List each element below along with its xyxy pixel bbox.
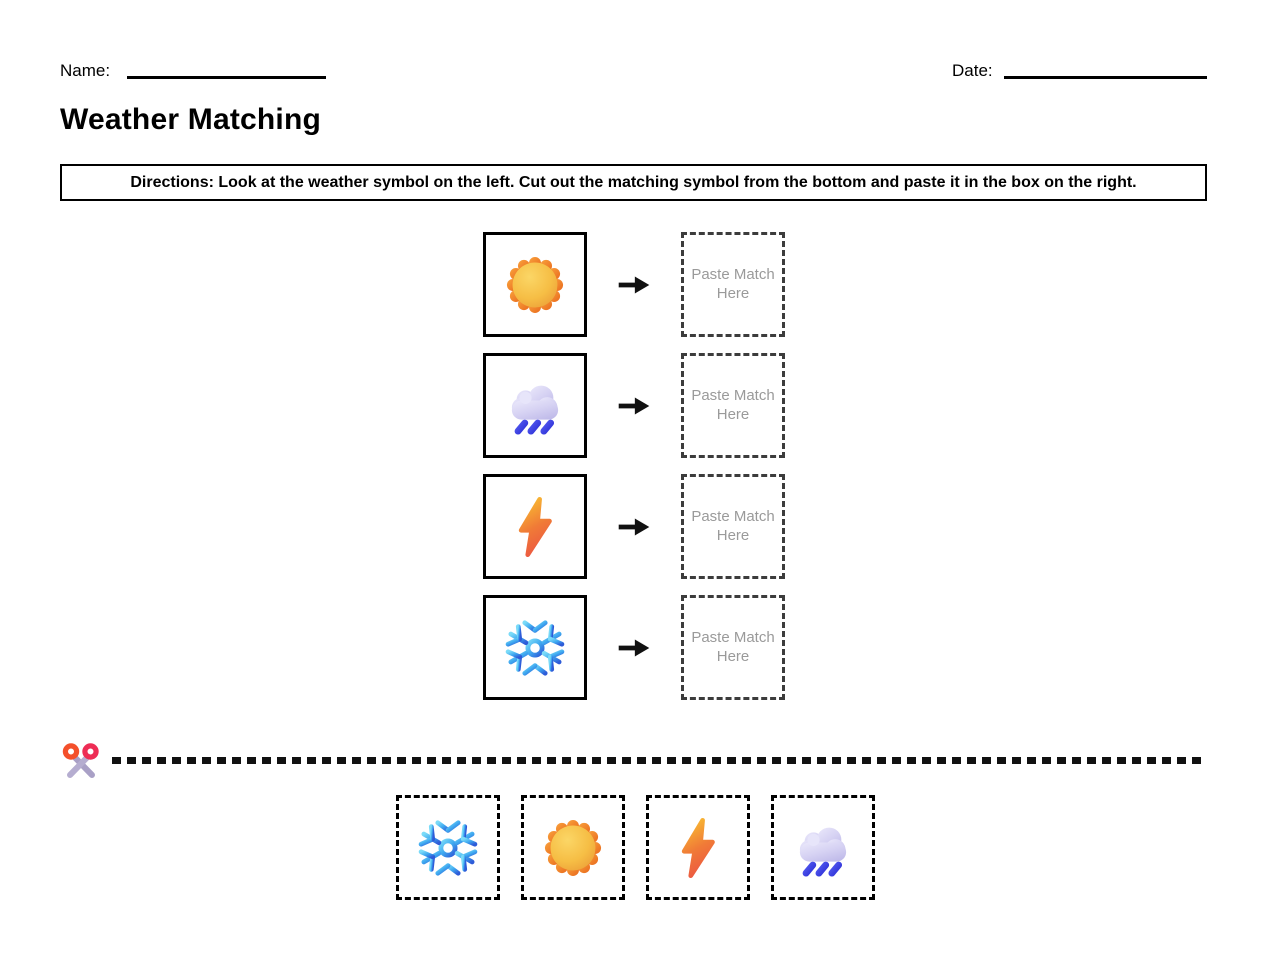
paste-box: Paste Match Here <box>681 595 785 700</box>
cut-piece-box <box>646 795 750 900</box>
paste-box: Paste Match Here <box>681 353 785 458</box>
match-row: Paste Match Here <box>0 353 1267 458</box>
name-blank-line <box>127 76 326 79</box>
cut-piece-box <box>396 795 500 900</box>
arrow-icon <box>616 273 652 297</box>
date-blank-line <box>1004 76 1207 79</box>
symbol-box <box>483 353 587 458</box>
arrow-icon <box>616 515 652 539</box>
arrow-icon <box>616 394 652 418</box>
arrow-icon <box>616 636 652 660</box>
paste-box: Paste Match Here <box>681 474 785 579</box>
paste-box: Paste Match Here <box>681 232 785 337</box>
symbol-box <box>483 474 587 579</box>
symbol-box <box>483 232 587 337</box>
date-label: Date: <box>952 61 993 80</box>
paste-box-label: Paste Match Here <box>691 628 775 665</box>
paste-box-label: Paste Match Here <box>691 265 775 302</box>
scissors-icon <box>61 743 101 783</box>
match-row: Paste Match Here <box>0 595 1267 700</box>
sun-icon <box>502 252 568 318</box>
cut-dashed-line <box>112 757 1207 764</box>
lightning-icon <box>502 494 568 560</box>
sun-icon <box>540 815 606 881</box>
match-row: Paste Match Here <box>0 474 1267 579</box>
cut-piece-box <box>771 795 875 900</box>
match-row: Paste Match Here <box>0 232 1267 337</box>
cut-piece-box <box>521 795 625 900</box>
name-label: Name: <box>60 61 111 80</box>
paste-box-label: Paste Match Here <box>691 507 775 544</box>
page-title: Weather Matching <box>60 103 322 136</box>
directions-box: Directions: Look at the weather symbol o… <box>60 164 1207 201</box>
snowflake-icon <box>414 814 482 882</box>
directions-text: Directions: Look at the weather symbol o… <box>130 173 1137 191</box>
snowflake-icon <box>501 614 569 682</box>
lightning-icon <box>665 815 731 881</box>
symbol-box <box>483 595 587 700</box>
paste-box-label: Paste Match Here <box>691 386 775 423</box>
rain-cloud-icon <box>501 372 569 440</box>
rain-cloud-icon <box>789 814 857 882</box>
